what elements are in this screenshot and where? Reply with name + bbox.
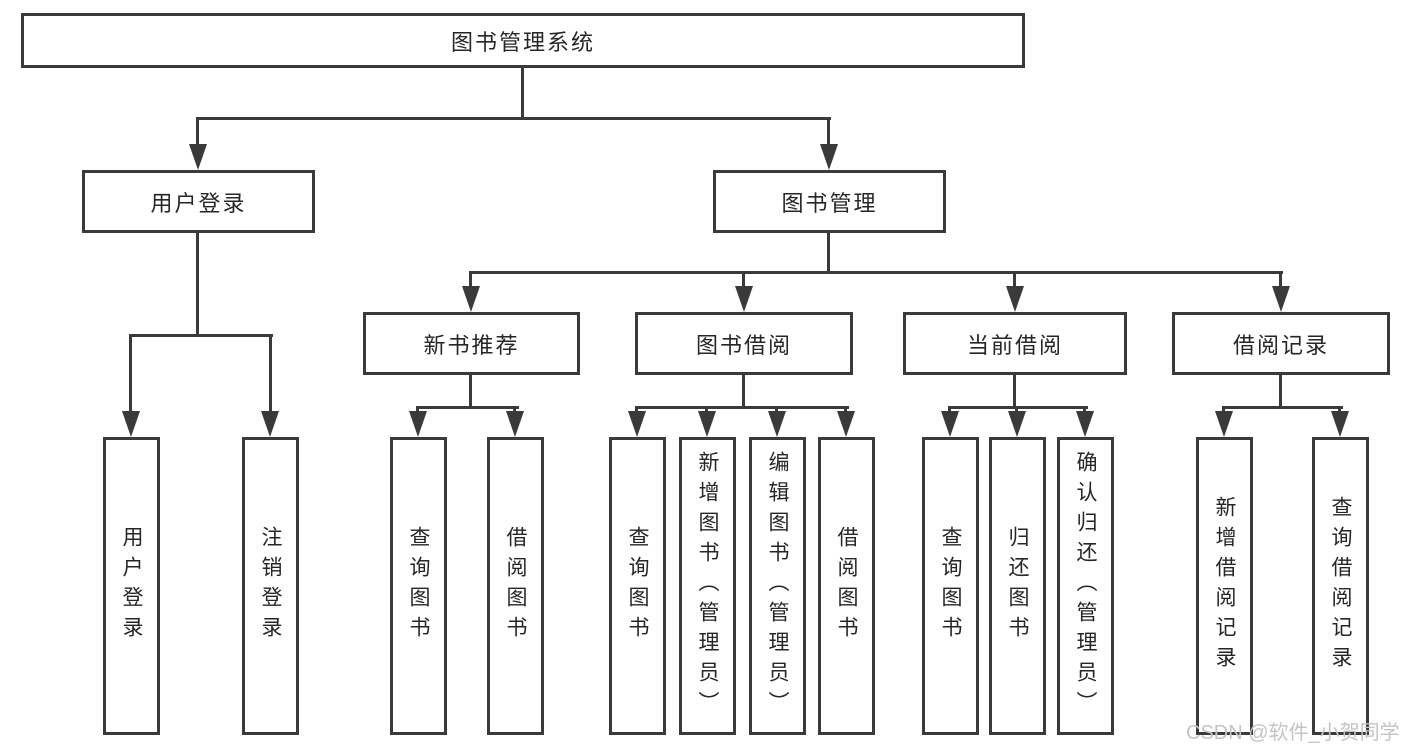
connector-line [742,375,745,408]
leaf-current-return-books: 归还图书 [989,437,1046,735]
connector-line [196,233,199,336]
leaf-current-confirm-return-admin: 确认归还（管理员） [1057,437,1114,735]
leaf-borrow-edit-books-admin: 编辑图书（管理员） [749,437,806,735]
connector-line [844,406,847,415]
leaf-label: 新增借阅记录 [1213,496,1236,676]
leaf-records-add-record: 新增借阅记录 [1196,437,1253,735]
arrow-down-icon [462,286,480,312]
arrow-down-icon [820,144,838,170]
connector-line [513,406,516,415]
arrow-down-icon [1215,411,1233,437]
connector-line [705,406,708,415]
connector-line [1338,406,1341,415]
node-book-management: 图书管理 [713,170,946,233]
node-current-borrow-label: 当前借阅 [966,332,1063,358]
connector-line [1222,406,1225,415]
leaf-label: 借阅图书 [504,526,527,646]
arrow-down-icon [409,411,427,437]
connector-line [416,406,419,415]
connector-line [1279,271,1282,289]
arrow-down-icon [1076,411,1094,437]
connector-line [1013,271,1016,289]
node-root-label: 图书管理系统 [450,29,595,55]
connector-line [1013,375,1016,408]
leaf-label: 查询图书 [939,526,962,646]
arrow-down-icon [941,411,959,437]
connector-line [827,117,830,146]
leaf-logout: 注销登录 [242,437,299,735]
arrow-down-icon [735,286,753,312]
leaf-label: 用户登录 [120,526,143,646]
node-borrow-records: 借阅记录 [1172,312,1390,375]
connector-line [1083,406,1086,415]
leaf-label: 确认归还（管理员） [1074,451,1097,721]
leaf-borrow-query-books: 查询图书 [609,437,666,735]
node-book-management-label: 图书管理 [781,190,878,216]
connector-line [827,233,830,273]
connector-line [129,334,273,337]
arrow-down-icon [628,411,646,437]
leaf-user-login: 用户登录 [103,437,160,735]
connector-line [635,406,849,409]
arrow-down-icon [768,411,786,437]
connector-line [416,406,519,409]
connector-line [1015,406,1018,415]
arrow-down-icon [1331,411,1349,437]
leaf-label: 归还图书 [1006,526,1029,646]
arrow-down-icon [698,411,716,437]
arrow-down-icon [261,411,279,437]
arrow-down-icon [506,411,524,437]
node-user-login-label: 用户登录 [150,190,247,216]
leaf-recommend-borrow-books: 借阅图书 [487,437,544,735]
connector-line [469,375,472,408]
node-book-borrow-label: 图书借阅 [695,332,792,358]
node-borrow-records-label: 借阅记录 [1232,332,1329,358]
connector-line [635,406,638,415]
leaf-current-query-books: 查询图书 [922,437,979,735]
leaf-borrow-borrow-books: 借阅图书 [818,437,875,735]
connector-line [948,406,951,415]
leaf-label: 注销登录 [259,526,282,646]
arrow-down-icon [1006,286,1024,312]
connector-line [129,334,132,414]
connector-line [469,271,472,289]
leaf-label: 查询图书 [626,526,649,646]
leaf-borrow-add-books-admin: 新增图书（管理员） [679,437,736,735]
connector-line [742,271,745,289]
node-root: 图书管理系统 [21,13,1025,68]
connector-line [1279,375,1282,408]
leaf-label: 新增图书（管理员） [696,451,719,721]
node-new-book-recommend: 新书推荐 [363,312,580,375]
arrow-down-icon [1272,286,1290,312]
node-new-book-recommend-label: 新书推荐 [423,332,520,358]
leaf-records-query-record: 查询借阅记录 [1312,437,1369,735]
arrow-down-icon [837,411,855,437]
connector-line [469,271,1283,274]
leaf-label: 借阅图书 [835,526,858,646]
connector-line [521,68,524,118]
connector-line [196,117,199,146]
connector-line [196,117,831,120]
arrow-down-icon [189,144,207,170]
node-user-login: 用户登录 [82,170,315,233]
arrow-down-icon [122,411,140,437]
leaf-label: 编辑图书（管理员） [766,451,789,721]
connector-line [269,334,272,414]
connector-line [775,406,778,415]
csdn-watermark: CSDN @软件_小贺同学 [1186,722,1400,744]
connector-line [948,406,1088,409]
arrow-down-icon [1008,411,1026,437]
leaf-label: 查询图书 [407,526,430,646]
leaf-label: 查询借阅记录 [1329,496,1352,676]
node-current-borrow: 当前借阅 [903,312,1127,375]
node-book-borrow: 图书借阅 [635,312,853,375]
leaf-recommend-query-books: 查询图书 [390,437,447,735]
connector-line [1222,406,1343,409]
